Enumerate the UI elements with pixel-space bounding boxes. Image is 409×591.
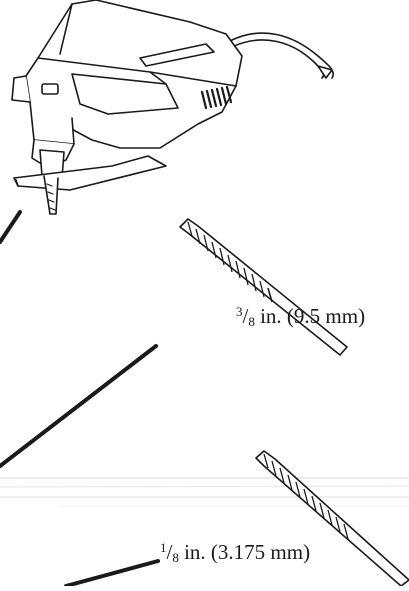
large-bit-size-text: in. (9.5 mm) (254, 304, 366, 328)
drill-bit-large-icon (179, 218, 348, 356)
leader-line-jigsaw (0, 210, 22, 244)
small-bit-size-text: in. (3.175 mm) (178, 540, 311, 564)
small-bit-numerator: 1 (160, 540, 167, 555)
leader-lines (0, 210, 160, 588)
large-bit-size-label: 3/8 in. (9.5 mm) (236, 304, 366, 329)
drill-bit-small-icon (255, 450, 409, 587)
small-bit-size-label: 1/8 in. (3.175 mm) (160, 540, 311, 565)
faint-rules (0, 477, 409, 507)
leader-line-large-bit (0, 344, 158, 468)
large-bit-numerator: 3 (236, 304, 243, 319)
jigsaw-icon (11, 0, 334, 215)
leader-line-small-bit (64, 559, 160, 588)
small-bit-denominator: 8 (172, 550, 179, 565)
large-bit-denominator: 8 (248, 314, 255, 329)
